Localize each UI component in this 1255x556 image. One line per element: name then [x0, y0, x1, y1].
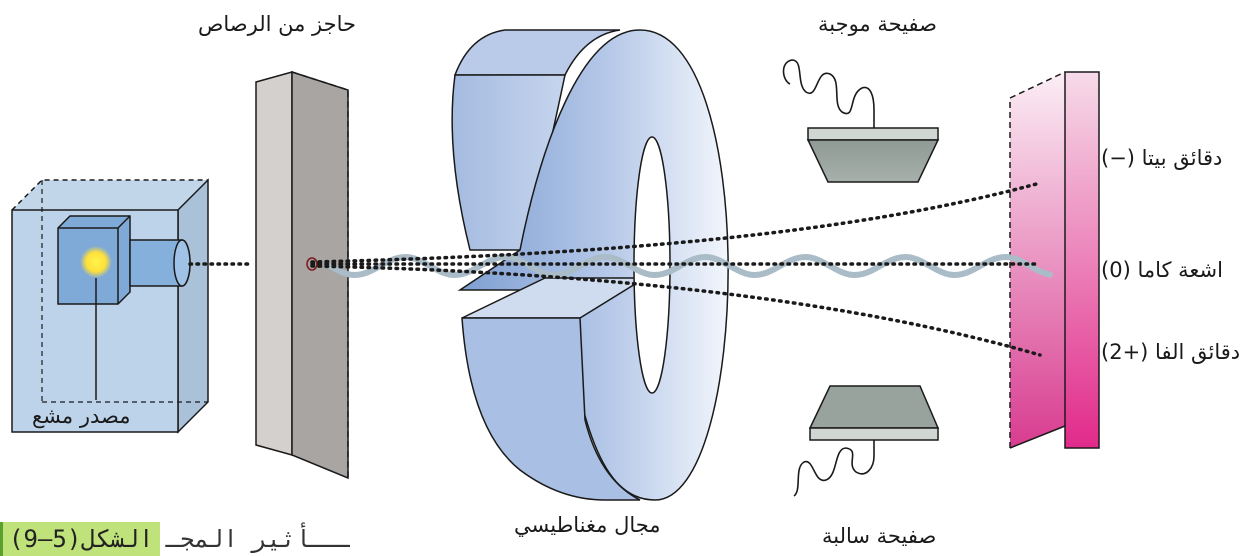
- alpha-path: [310, 264, 1042, 357]
- alpha-label: دقائق الفا (+2): [1101, 340, 1241, 364]
- figure-caption: الشكل(5–9)تـــأثير المجـ: [0, 522, 350, 556]
- negative-plate-label: صفيحة سالبة: [822, 524, 937, 548]
- negative-plate: [793, 385, 940, 497]
- beta-label: دقائق بيتا (−): [1101, 146, 1223, 170]
- magnetic-field-label: مجال مغناطيسي: [514, 513, 661, 537]
- gamma-ray-wave: [327, 253, 1053, 279]
- figure-tag: الشكل(5–9): [0, 522, 160, 556]
- positive-plate-label: صفيحة موجبة: [818, 12, 937, 36]
- positive-plate: [782, 59, 940, 183]
- particle-paths: [188, 181, 1042, 357]
- radioactive-source-box: [11, 178, 209, 434]
- gamma-label: اشعة كاما (0): [1101, 258, 1223, 282]
- radioactive-glow: [80, 246, 112, 278]
- lead-shield: [255, 70, 349, 480]
- source-label: مصدر مشع: [32, 404, 131, 428]
- detector-screen: [1009, 71, 1100, 449]
- beta-path: [310, 181, 1042, 264]
- shield-hole: [306, 257, 318, 271]
- lead-shield-label: حاجز من الرصاص: [198, 12, 356, 36]
- caption-text: تـــأثير المجـ: [165, 525, 350, 553]
